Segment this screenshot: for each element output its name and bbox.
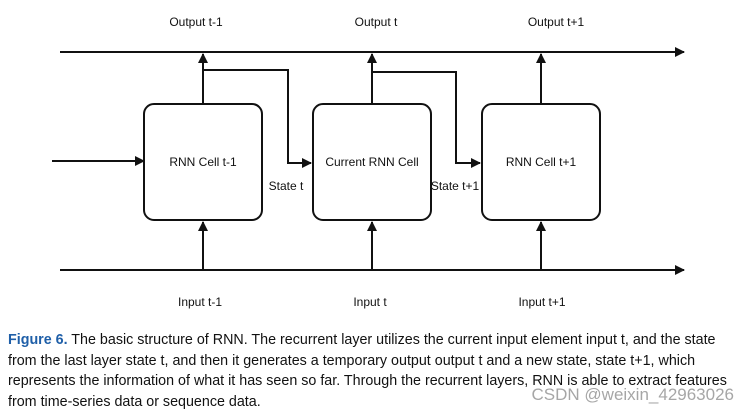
state-arrow: [372, 71, 481, 168]
rnn-diagram: RNN Cell t-1 Current RNN Cell RNN Cell t…: [52, 15, 685, 309]
figure-label: Figure 6.: [8, 332, 68, 348]
figure-caption: Figure 6. The basic structure of RNN. Th…: [8, 330, 740, 412]
state-label: State t+1: [431, 179, 480, 193]
input-label: Input t-1: [178, 295, 222, 309]
caption-text: The basic structure of RNN. The recurren…: [8, 332, 727, 410]
state-arrow: [203, 69, 312, 168]
input-label: Input t+1: [518, 295, 565, 309]
watermark: CSDN @weixin_42963026: [531, 385, 734, 404]
input-label: Input t: [353, 295, 387, 309]
cell-label: Current RNN Cell: [325, 155, 418, 169]
output-label: Output t-1: [169, 15, 223, 29]
state-label: State t: [269, 179, 304, 193]
cell-label: RNN Cell t+1: [506, 155, 577, 169]
cell-label: RNN Cell t-1: [169, 155, 237, 169]
output-label: Output t+1: [528, 15, 585, 29]
output-label: Output t: [355, 15, 398, 29]
